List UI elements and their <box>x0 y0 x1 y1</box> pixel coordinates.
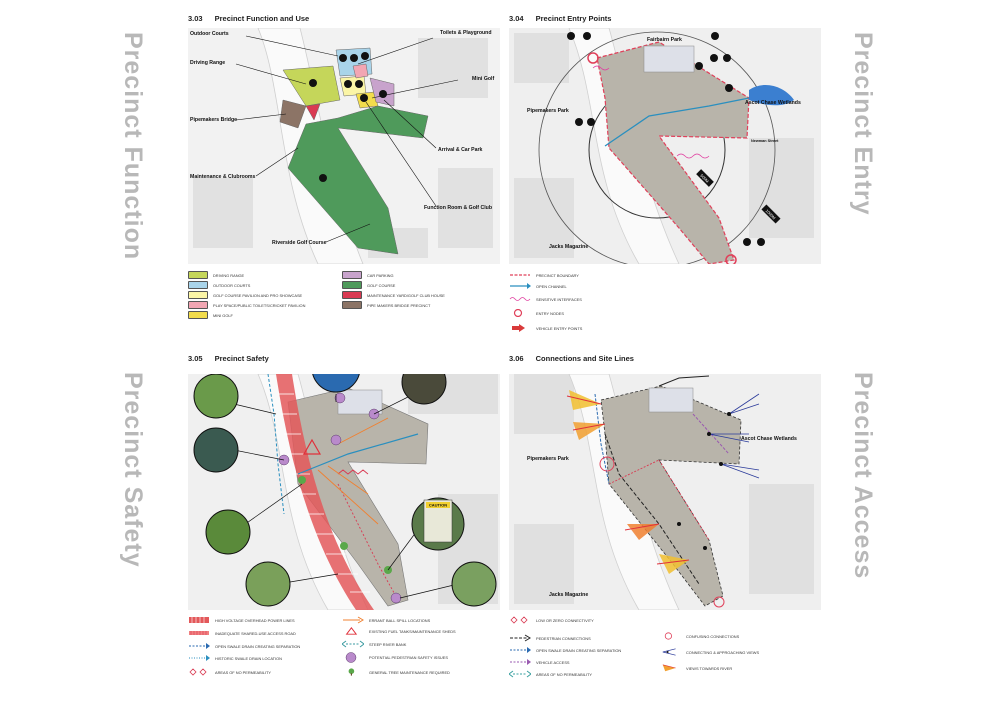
side-title-access: Precinct Access <box>849 372 877 580</box>
svg-text:Pipemakers Park: Pipemakers Park <box>527 456 569 462</box>
svg-text:Function Room & Golf Club: Function Room & Golf Club <box>424 205 492 211</box>
safety-legend: HIGH VOLTAGE OVERHEAD POWER LINES INADEQ… <box>188 616 508 696</box>
side-title-entry: Precinct Entry <box>849 32 877 216</box>
side-title-safety: Precinct Safety <box>119 372 147 568</box>
access-map: Pipemakers Park Ascot Chase Wetlands Jac… <box>509 374 821 610</box>
svg-text:Ascot Chase Wetlands: Ascot Chase Wetlands <box>741 436 797 442</box>
photo-fence <box>193 427 239 473</box>
svg-text:Pipemakers Park: Pipemakers Park <box>527 108 569 114</box>
svg-text:Arrival & Car Park: Arrival & Car Park <box>438 147 483 153</box>
svg-text:Jacks Magazine: Jacks Magazine <box>549 244 588 250</box>
svg-text:Fairbairn Park: Fairbairn Park <box>647 37 682 43</box>
entry-legend: Precinct BOUNDARY OPEN CHANNEL SENSITIVE… <box>509 271 709 341</box>
access-legend: LOW OR ZERO CONNECTIVITY PEDESTRIAN CONN… <box>509 616 829 696</box>
photo-road <box>312 374 360 393</box>
precinct-boundary <box>596 41 750 264</box>
legend-swatch <box>188 271 208 279</box>
legend-swatch <box>188 311 208 319</box>
golf-course-zone <box>287 105 429 255</box>
svg-text:Mini Golf: Mini Golf <box>472 76 494 82</box>
svg-text:Driving Range: Driving Range <box>190 60 225 66</box>
ascot-wetlands <box>749 85 794 106</box>
svg-text:Riverside Golf Course: Riverside Golf Course <box>272 240 327 246</box>
photo-sign-board <box>401 374 447 405</box>
photo-path <box>451 561 497 607</box>
legend-swatch <box>342 281 362 289</box>
safety-map: CAUTION <box>188 374 500 610</box>
power-lines-band <box>276 374 374 610</box>
svg-text:Jacks Magazine: Jacks Magazine <box>549 592 588 598</box>
legend-swatch <box>188 291 208 299</box>
svg-text:500M: 500M <box>699 173 710 184</box>
access-site <box>600 385 742 607</box>
function-legend: DRIVING RANGE OUTDOOR COURTS GOLF COURSE… <box>188 271 508 321</box>
svg-text:Newman Street: Newman Street <box>751 139 779 143</box>
legend-swatch <box>342 271 362 279</box>
svg-text:Outdoor Courts: Outdoor Courts <box>190 31 229 37</box>
legend-swatch <box>342 291 362 299</box>
svg-text:Ascot Chase Wetlands: Ascot Chase Wetlands <box>745 100 801 106</box>
svg-text:Maintenance & Clubrooms: Maintenance & Clubrooms <box>190 174 256 180</box>
entry-map: 500M 1000M Fairbairn Park Pipemakers Par… <box>509 28 821 264</box>
legend-swatch <box>342 301 362 309</box>
photo-swale <box>205 509 251 555</box>
svg-text:Pipemakers Bridge: Pipemakers Bridge <box>190 117 237 123</box>
photo-power-lines <box>193 374 239 419</box>
photo-field <box>245 561 291 607</box>
function-map: Outdoor Courts Driving Range Pipemakers … <box>188 28 500 264</box>
legend-swatch <box>188 301 208 309</box>
svg-text:Toilets & Playground: Toilets & Playground <box>440 30 492 36</box>
legend-swatch <box>188 281 208 289</box>
svg-text:CAUTION: CAUTION <box>429 503 447 508</box>
side-title-function: Precinct Function <box>119 32 147 261</box>
